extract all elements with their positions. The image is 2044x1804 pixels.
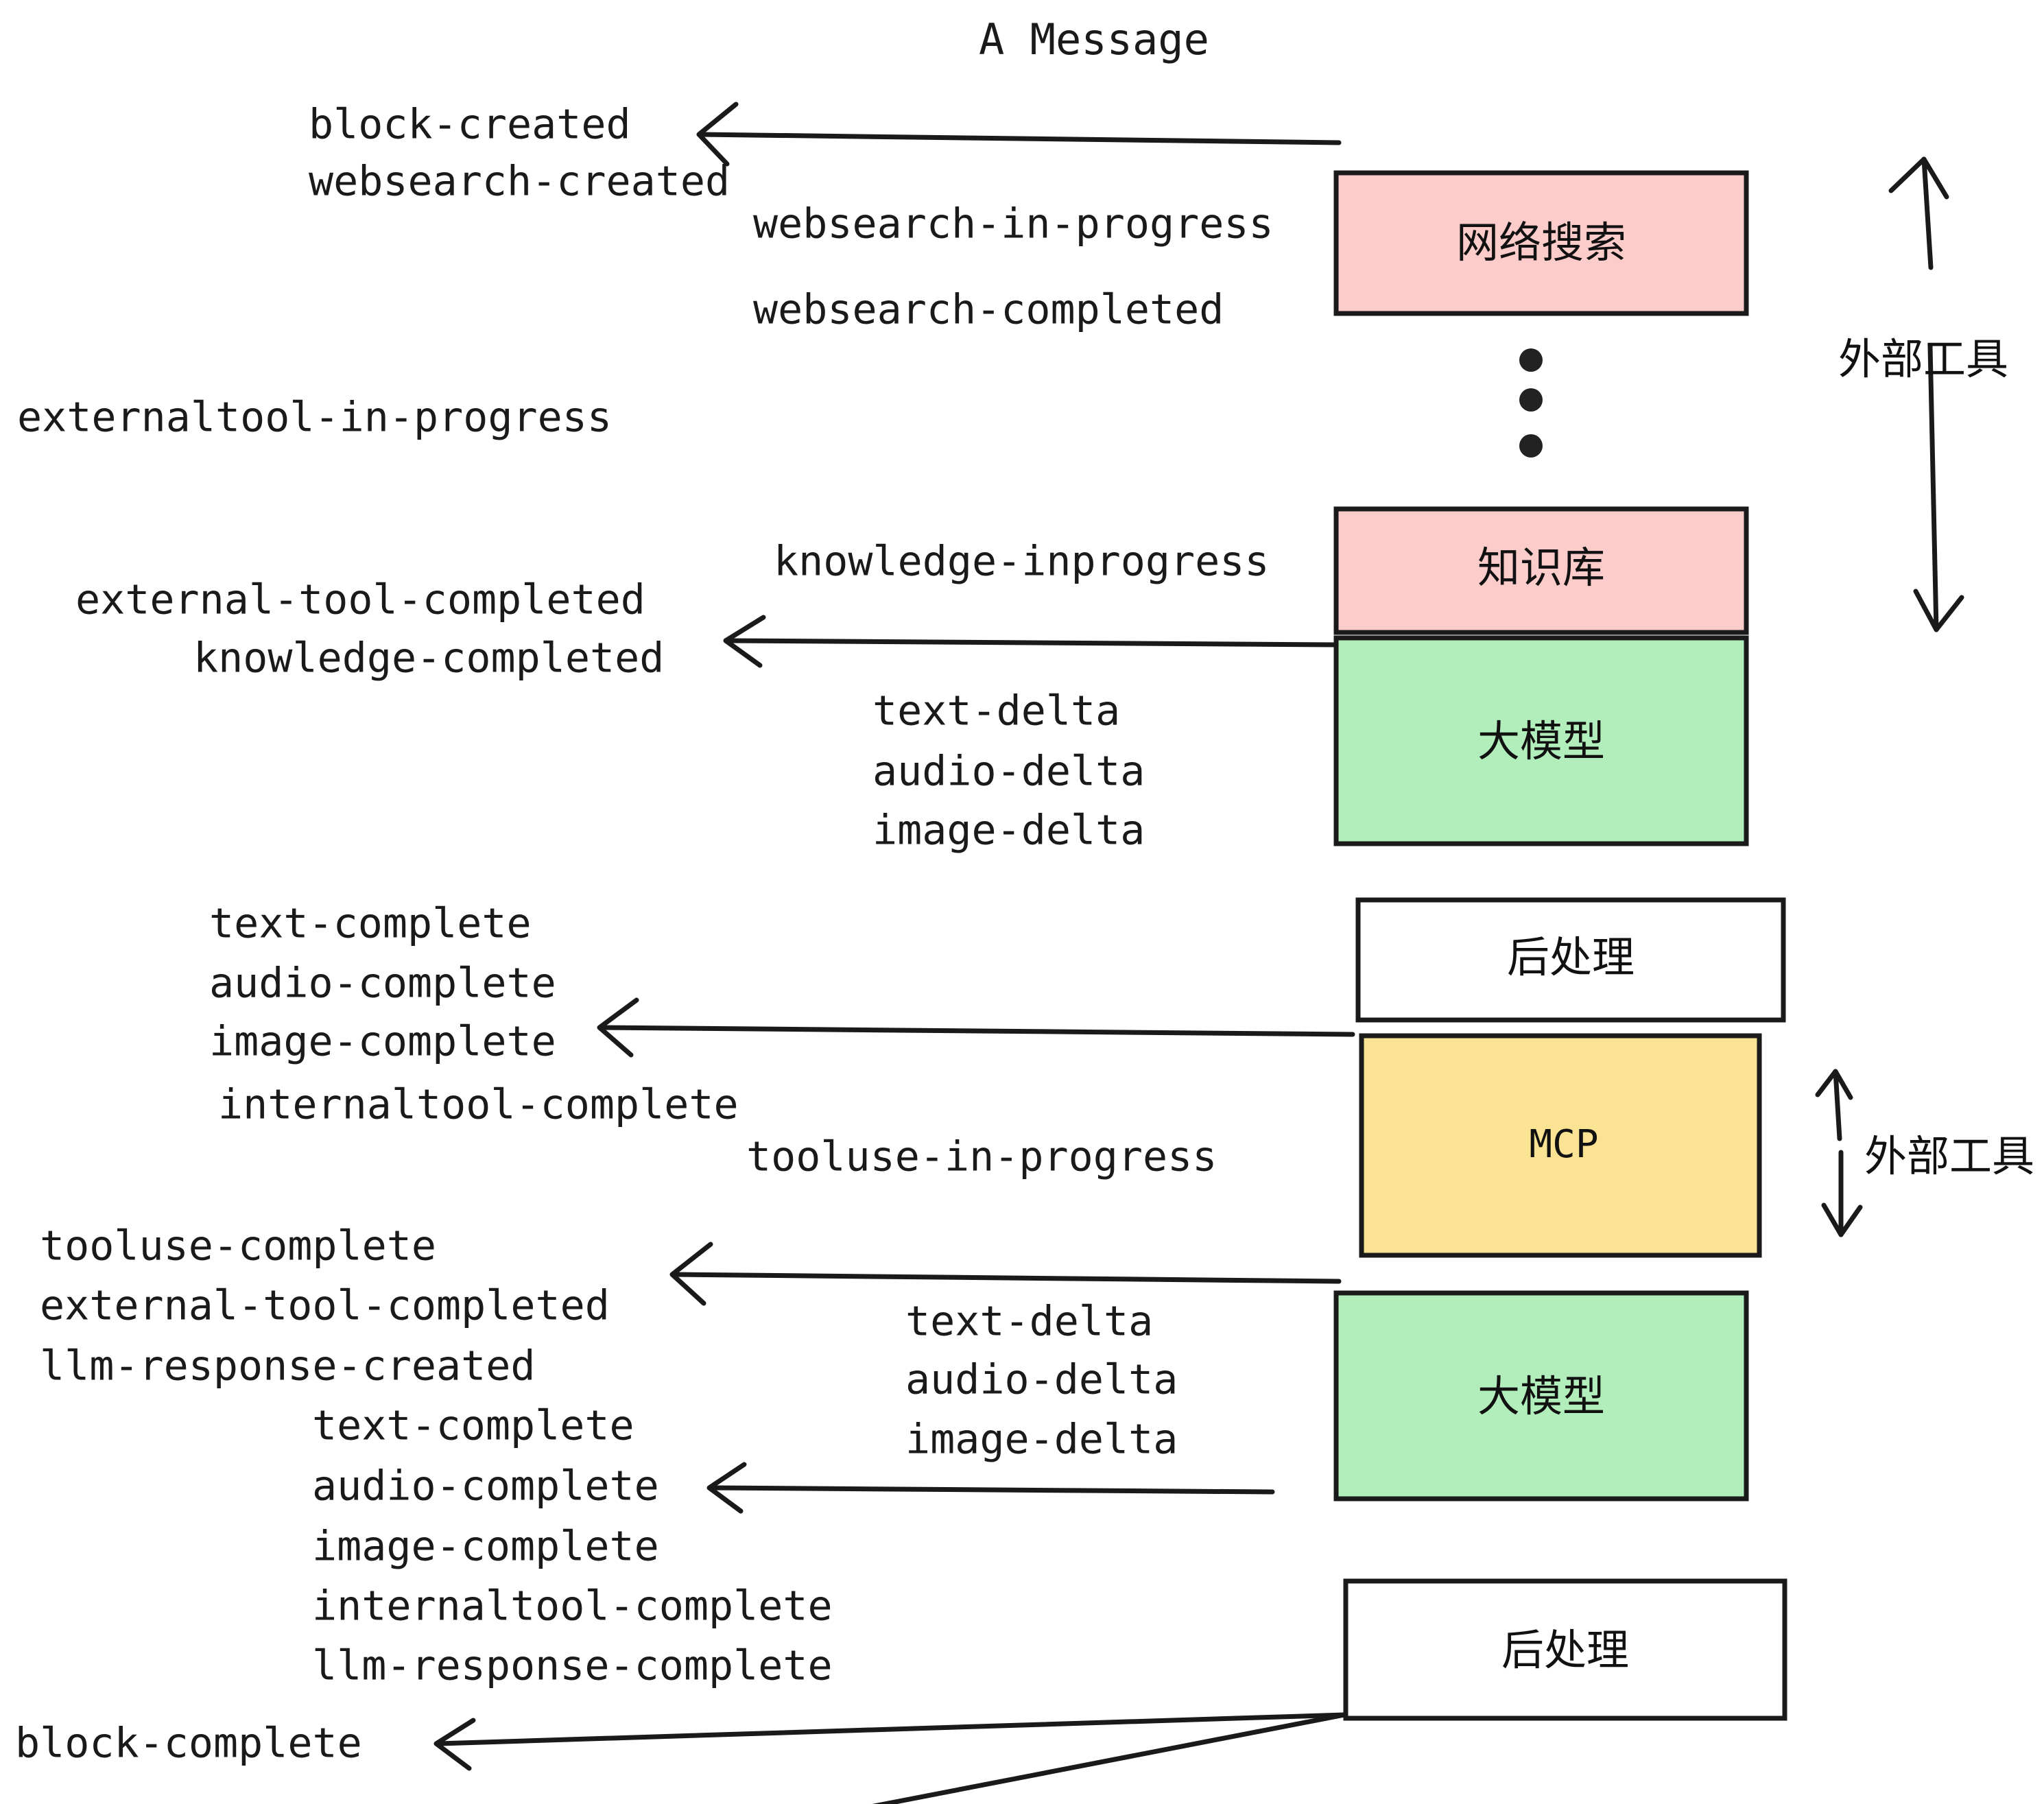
event-block-complete: block-complete [15, 1720, 362, 1768]
box-llm-2-label: 大模型 [1477, 1371, 1605, 1421]
box-postprocess-2[interactable]: 后处理 [1343, 1578, 1787, 1721]
event-text-complete-1: text-complete [209, 900, 532, 948]
event-audio-delta-2: audio-delta [905, 1356, 1178, 1404]
box-postprocess-2-rect [1343, 1578, 1787, 1721]
event-image-complete-2: image-complete [312, 1523, 659, 1571]
arrow-image-complete [597, 997, 1355, 1058]
arrow-block-complete [872, 1712, 1347, 1804]
event-image-delta-1: image-delta [872, 807, 1145, 855]
event-externaltool-in-progress: externaltool-in-progress [17, 394, 612, 442]
box-postprocess-1-rect [1355, 897, 1786, 1023]
event-knowledge-completed: knowledge-completed [193, 634, 664, 683]
box-postprocess-1-label: 后处理 [1507, 932, 1635, 982]
event-internaltool-complete-2: internaltool-complete [312, 1582, 833, 1630]
arrow-block-complete-visible [433, 1712, 1347, 1771]
page-title: A Message [979, 14, 1209, 64]
arrow-tooluse-complete [669, 1242, 1342, 1306]
external-tools-top-bracket [1888, 156, 1964, 632]
box-llm-1-rect [1333, 635, 1749, 846]
external-tools-top-label: 外部工具 [1838, 334, 2008, 384]
event-text-complete-2: text-complete [312, 1402, 634, 1450]
box-knowledge-rect [1333, 506, 1749, 635]
box-mcp-rect [1359, 1033, 1762, 1258]
box-mcp[interactable]: MCP [1359, 1033, 1762, 1258]
event-external-tool-completed-2: external-tool-completed [40, 1282, 610, 1330]
box-websearch[interactable]: 网络搜索 [1333, 170, 1749, 316]
event-llm-response-created: llm-response-created [40, 1342, 535, 1390]
event-websearch-completed: websearch-completed [753, 286, 1224, 334]
box-postprocess-1[interactable]: 后处理 [1355, 897, 1786, 1023]
event-tooluse-complete: tooluse-complete [40, 1222, 436, 1270]
box-knowledge-label: 知识库 [1477, 543, 1605, 593]
external-tools-bottom-bracket [1815, 1069, 1863, 1237]
event-audio-complete-2: audio-complete [312, 1462, 659, 1510]
event-tooluse-in-progress: tooluse-in-progress [746, 1133, 1217, 1181]
event-image-delta-2: image-delta [905, 1416, 1178, 1464]
event-block-created: block-created [309, 101, 631, 149]
event-audio-delta-1: audio-delta [872, 748, 1145, 796]
arrow-audio-complete [706, 1462, 1275, 1514]
event-image-complete-1: image-complete [209, 1018, 556, 1066]
box-llm-2[interactable]: 大模型 [1333, 1290, 1749, 1502]
event-llm-response-complete: llm-response-complete [312, 1642, 833, 1690]
box-llm-2-rect [1333, 1290, 1749, 1502]
box-mcp-label: MCP [1529, 1122, 1598, 1167]
box-websearch-rect [1333, 170, 1749, 316]
arrow-block-created [696, 102, 1342, 167]
box-llm-1[interactable]: 大模型 [1333, 635, 1749, 846]
event-audio-complete-1: audio-complete [209, 960, 556, 1008]
event-text-delta-1: text-delta [872, 687, 1120, 735]
box-llm-1-label: 大模型 [1477, 716, 1605, 766]
box-postprocess-2-label: 后处理 [1501, 1625, 1629, 1675]
event-knowledge-inprogress: knowledge-inprogress [774, 538, 1269, 586]
arrow-knowledge-completed [723, 615, 1339, 668]
external-tools-bottom-label: 外部工具 [1864, 1131, 2034, 1181]
event-external-tool-completed-1: external-tool-completed [75, 576, 645, 624]
box-websearch-label: 网络搜索 [1456, 217, 1626, 268]
event-websearch-created: websearch-created [309, 158, 730, 206]
event-text-delta-2: text-delta [905, 1298, 1153, 1346]
box-knowledge[interactable]: 知识库 [1333, 506, 1749, 635]
event-websearch-in-progress: websearch-in-progress [753, 200, 1274, 248]
event-internaltool-complete-1: internaltool-complete [218, 1081, 739, 1129]
vertical-ellipsis-icon [1519, 348, 1543, 458]
